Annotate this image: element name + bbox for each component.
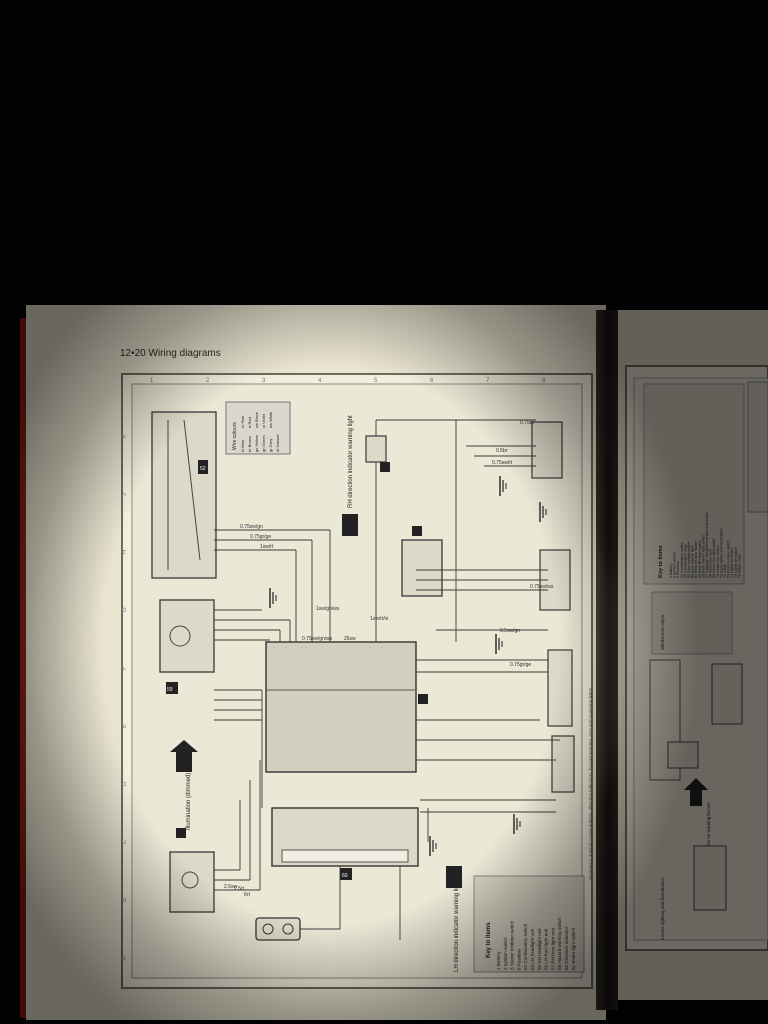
light-unit-58	[551, 735, 575, 793]
key-left-item: 54 LH headlight unit	[530, 928, 535, 970]
wire-label: 6rt	[244, 892, 250, 898]
key-left-item: 1 Battery	[496, 951, 501, 970]
grid-col-label: K	[122, 434, 128, 438]
svg-text:59: 59	[167, 687, 173, 693]
light-unit-55	[531, 421, 563, 479]
wire-label: 0.5br	[496, 448, 508, 454]
grid-col-label: E	[122, 724, 128, 728]
wire-label: 0.75sw/rt	[492, 460, 513, 466]
wire-label: 0.75sw/gn	[240, 524, 263, 530]
key-left-item: 55 RH headlight unit	[537, 928, 542, 970]
key-left-item: 57 RH front light unit	[550, 927, 555, 970]
grid-col-label: C	[122, 839, 128, 844]
key-left-item: 60 Direction indicator	[564, 926, 569, 970]
key-left-item: 52 Combination switch	[523, 923, 528, 970]
wire-label: 1sw/gn/ws	[316, 606, 340, 612]
illumination-label: Illumination (dimmed)	[186, 773, 192, 830]
key-right-item: 76 Wiper motor	[737, 553, 741, 578]
svg-text:60: 60	[342, 873, 348, 879]
wire-colour-entry: vi Violet	[261, 413, 266, 428]
section-interior-lighting: Interior lighting and illumination	[660, 877, 665, 940]
diagram-caption: Diagram 5. Typical course lighting, dire…	[588, 687, 593, 880]
light-unit-57	[547, 649, 573, 727]
wire-colour-entry: rs Pink	[240, 416, 245, 428]
wire-colour-entry: bl Blue	[240, 439, 245, 452]
key-left-item: 2 Ignition switch	[503, 937, 508, 970]
svg-text:52: 52	[200, 466, 206, 472]
key-left-item: 58 Hazard warning switch	[557, 917, 562, 970]
lights-on-buzzer-label: Lights on warning buzzer	[706, 801, 711, 852]
key-left-item: 3 Starter inhibitor switch	[510, 921, 515, 970]
grid-col-label: J	[122, 493, 128, 496]
rh-indicator-label: RH direction indicator warning light	[348, 415, 354, 508]
wire-colours-title: Wire colours	[232, 422, 238, 450]
grid-col-label: B	[122, 898, 128, 902]
grid-col-label: H	[122, 550, 128, 554]
wire-colour-entry: br Brown	[247, 436, 252, 452]
wire-colour-entry: ge Yellow	[254, 435, 259, 452]
wire-label: 0.75gr/ge	[510, 662, 531, 668]
combination-switch-52: 52	[151, 411, 217, 579]
grid-col-label: D	[122, 781, 128, 786]
wire-colour-entry: gr Grey	[268, 439, 273, 452]
fusebox-6	[265, 641, 428, 773]
key-right-title: Key to items	[658, 545, 664, 578]
wire-colour-entry: ws White	[268, 411, 273, 428]
key-left-item: 56 LH front light unit	[544, 928, 549, 970]
grid-col-label: F	[122, 666, 128, 670]
wire-colour-entry: nf Natural	[275, 435, 280, 452]
wire-label: 0.75br	[520, 420, 535, 426]
key-left-item: 61 Brake light switch	[571, 927, 576, 970]
diagram-caption-group: Diagram 5. Typical course lighting, dire…	[588, 687, 593, 880]
wire-colour-entry: gn Green	[261, 435, 266, 452]
wire-label: 1sw/rt/vi	[370, 616, 388, 622]
wire-label: 25sw	[344, 636, 356, 642]
wire-colour-entry: sw Black	[254, 412, 259, 428]
wire-label: 0.75sw/ws	[530, 584, 554, 590]
wire-colour-entry: rt Red	[247, 417, 252, 428]
key-left-title: Key to items	[486, 922, 492, 958]
grid-col-label: G	[122, 607, 128, 612]
key-left-item: 6 Fusebox	[516, 948, 521, 970]
wire-label: 0.5sw/gn	[500, 628, 520, 634]
wire-label: 1sw/rt	[260, 544, 274, 550]
lh-indicator-label: LH direction indicator warning light	[454, 880, 460, 972]
wire-label: 0.75sw/gn/ws	[302, 636, 333, 642]
section-windscreen-wiper: Windscreen wiper	[660, 614, 665, 650]
grid-col-label: A	[122, 956, 128, 960]
wire-label: 0.75gr/ge	[250, 534, 271, 540]
